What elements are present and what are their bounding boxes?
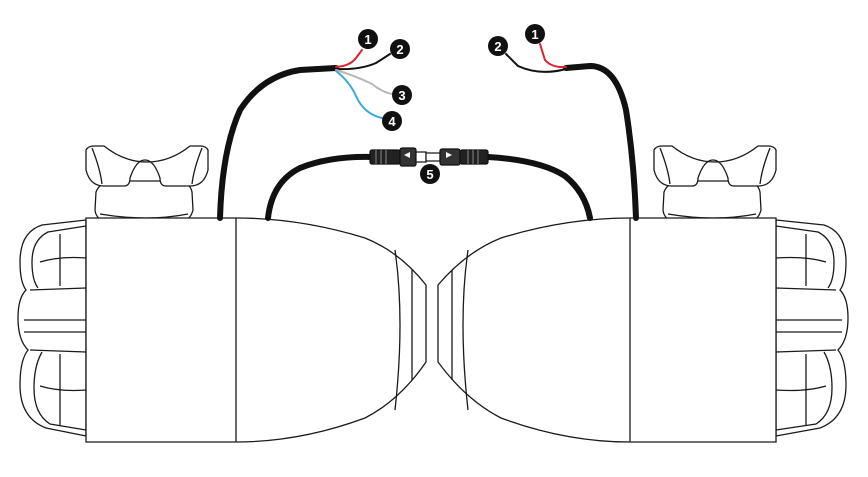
- right-power-cable: [563, 62, 639, 221]
- interconnect-cable-left: [265, 153, 375, 221]
- inline-connector: [369, 147, 489, 167]
- left-wire-breakout: [335, 49, 393, 119]
- callout-right-1: 1: [525, 24, 545, 44]
- svg-text:4: 4: [388, 114, 396, 129]
- left-red-wire: [335, 49, 363, 68]
- right-speaker: [437, 145, 849, 443]
- svg-text:3: 3: [398, 88, 405, 103]
- right-speaker-rear: [775, 219, 849, 437]
- callout-left-1: 1: [358, 29, 378, 49]
- callout-connector-5: 5: [420, 164, 440, 184]
- left-speaker-rear: [17, 219, 87, 437]
- left-clamp-mount: [85, 145, 209, 223]
- callout-left-4: 4: [382, 111, 402, 131]
- svg-text:1: 1: [364, 32, 371, 47]
- right-clamp-mount: [653, 145, 777, 223]
- left-blue-wire: [335, 70, 383, 119]
- left-power-cable: [217, 65, 339, 221]
- right-wire-breakout: [505, 43, 567, 73]
- left-speaker-body: [85, 217, 427, 443]
- right-speaker-body: [437, 217, 777, 443]
- left-gray-wire: [335, 69, 393, 95]
- cables: [217, 62, 639, 221]
- right-red-wire: [539, 43, 567, 69]
- callout-left-3: 3: [392, 85, 412, 105]
- svg-text:2: 2: [494, 39, 501, 54]
- svg-text:2: 2: [396, 42, 403, 57]
- callout-right-2: 2: [488, 36, 508, 56]
- interconnect-cable-right: [485, 154, 593, 221]
- left-speaker: [17, 145, 427, 443]
- svg-text:1: 1: [531, 27, 538, 42]
- svg-text:5: 5: [426, 167, 433, 182]
- right-black-wire: [505, 53, 567, 73]
- left-black-wire: [335, 53, 391, 71]
- callout-left-2: 2: [390, 39, 410, 59]
